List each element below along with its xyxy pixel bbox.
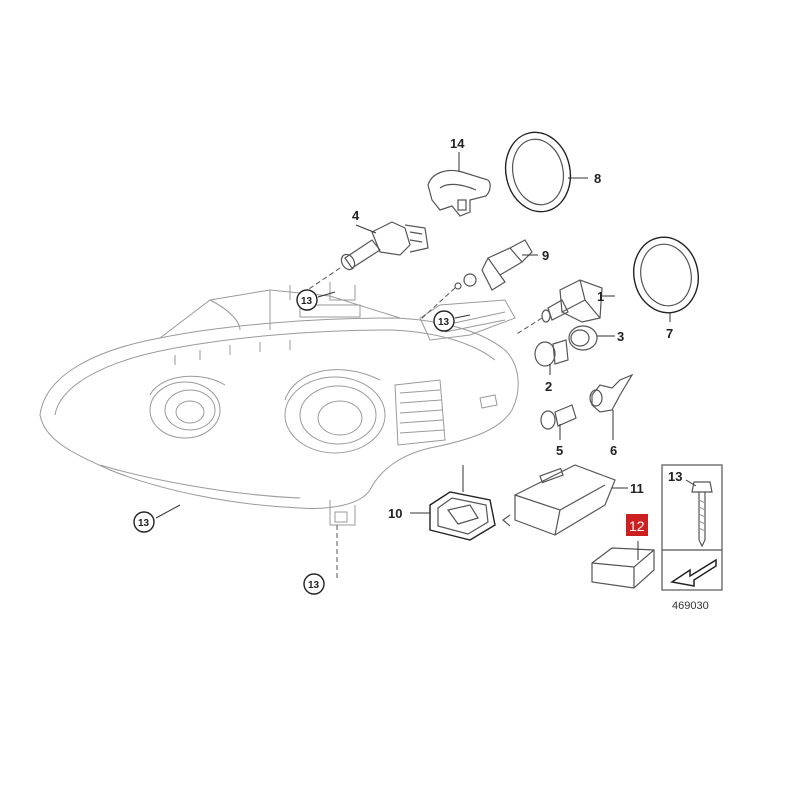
- part-2-bulb: [534, 339, 569, 375]
- callout-6: 6: [610, 443, 617, 458]
- reference-number: 469030: [672, 600, 709, 612]
- callout-5: 5: [556, 443, 563, 458]
- callout-13: 13: [668, 469, 682, 484]
- callout-14: 14: [450, 136, 465, 151]
- circled-13-bottom: [303, 573, 325, 595]
- part-3-cap: [568, 325, 615, 351]
- part-8-ring: [504, 131, 588, 213]
- circled-13-top-right-label: 13: [438, 317, 450, 328]
- circled-13-top-left: [296, 289, 318, 311]
- circled-13-left-label: 13: [138, 518, 150, 529]
- callout-3: 3: [617, 329, 624, 344]
- callout-8: 8: [594, 171, 601, 186]
- headlight-housing: [39, 282, 519, 526]
- callout-11: 11: [630, 481, 644, 496]
- callout-4: 4: [352, 208, 360, 223]
- callout-2: 2: [545, 379, 552, 394]
- callout-labels: 1 2 3 4 5 6 7 8 9 10 11 12 13 14: [352, 136, 682, 536]
- callout-1: 1: [597, 289, 604, 304]
- callout-10: 10: [388, 506, 402, 521]
- arrow-icon: [670, 558, 717, 587]
- part-9-connector: [419, 239, 538, 321]
- circled-13-top-left-label: 13: [301, 296, 313, 307]
- circled-13-left: [133, 511, 155, 533]
- part-14-clip: [427, 152, 491, 217]
- part-10-module: [410, 465, 496, 541]
- circled-13-top-right: [433, 310, 455, 332]
- part-7-ring: [633, 236, 699, 322]
- callout-7: 7: [666, 326, 673, 341]
- part-5-small-bulb: [540, 404, 577, 440]
- callout-12: 12: [629, 518, 645, 534]
- part-6-socket: [589, 373, 634, 440]
- part-11-ballast: [502, 464, 628, 536]
- circled-13-leaders: [155, 291, 471, 578]
- part-13-inset: [661, 464, 723, 591]
- callout-9: 9: [542, 248, 549, 263]
- circled-13-bottom-label: 13: [308, 580, 320, 591]
- callout-12-highlight: [626, 514, 648, 536]
- circled-13-markers: 13 13 13 13: [133, 289, 455, 595]
- part-4-bulb: [299, 221, 429, 296]
- part-1-bulb: [514, 279, 615, 336]
- part-12-block: [591, 541, 655, 589]
